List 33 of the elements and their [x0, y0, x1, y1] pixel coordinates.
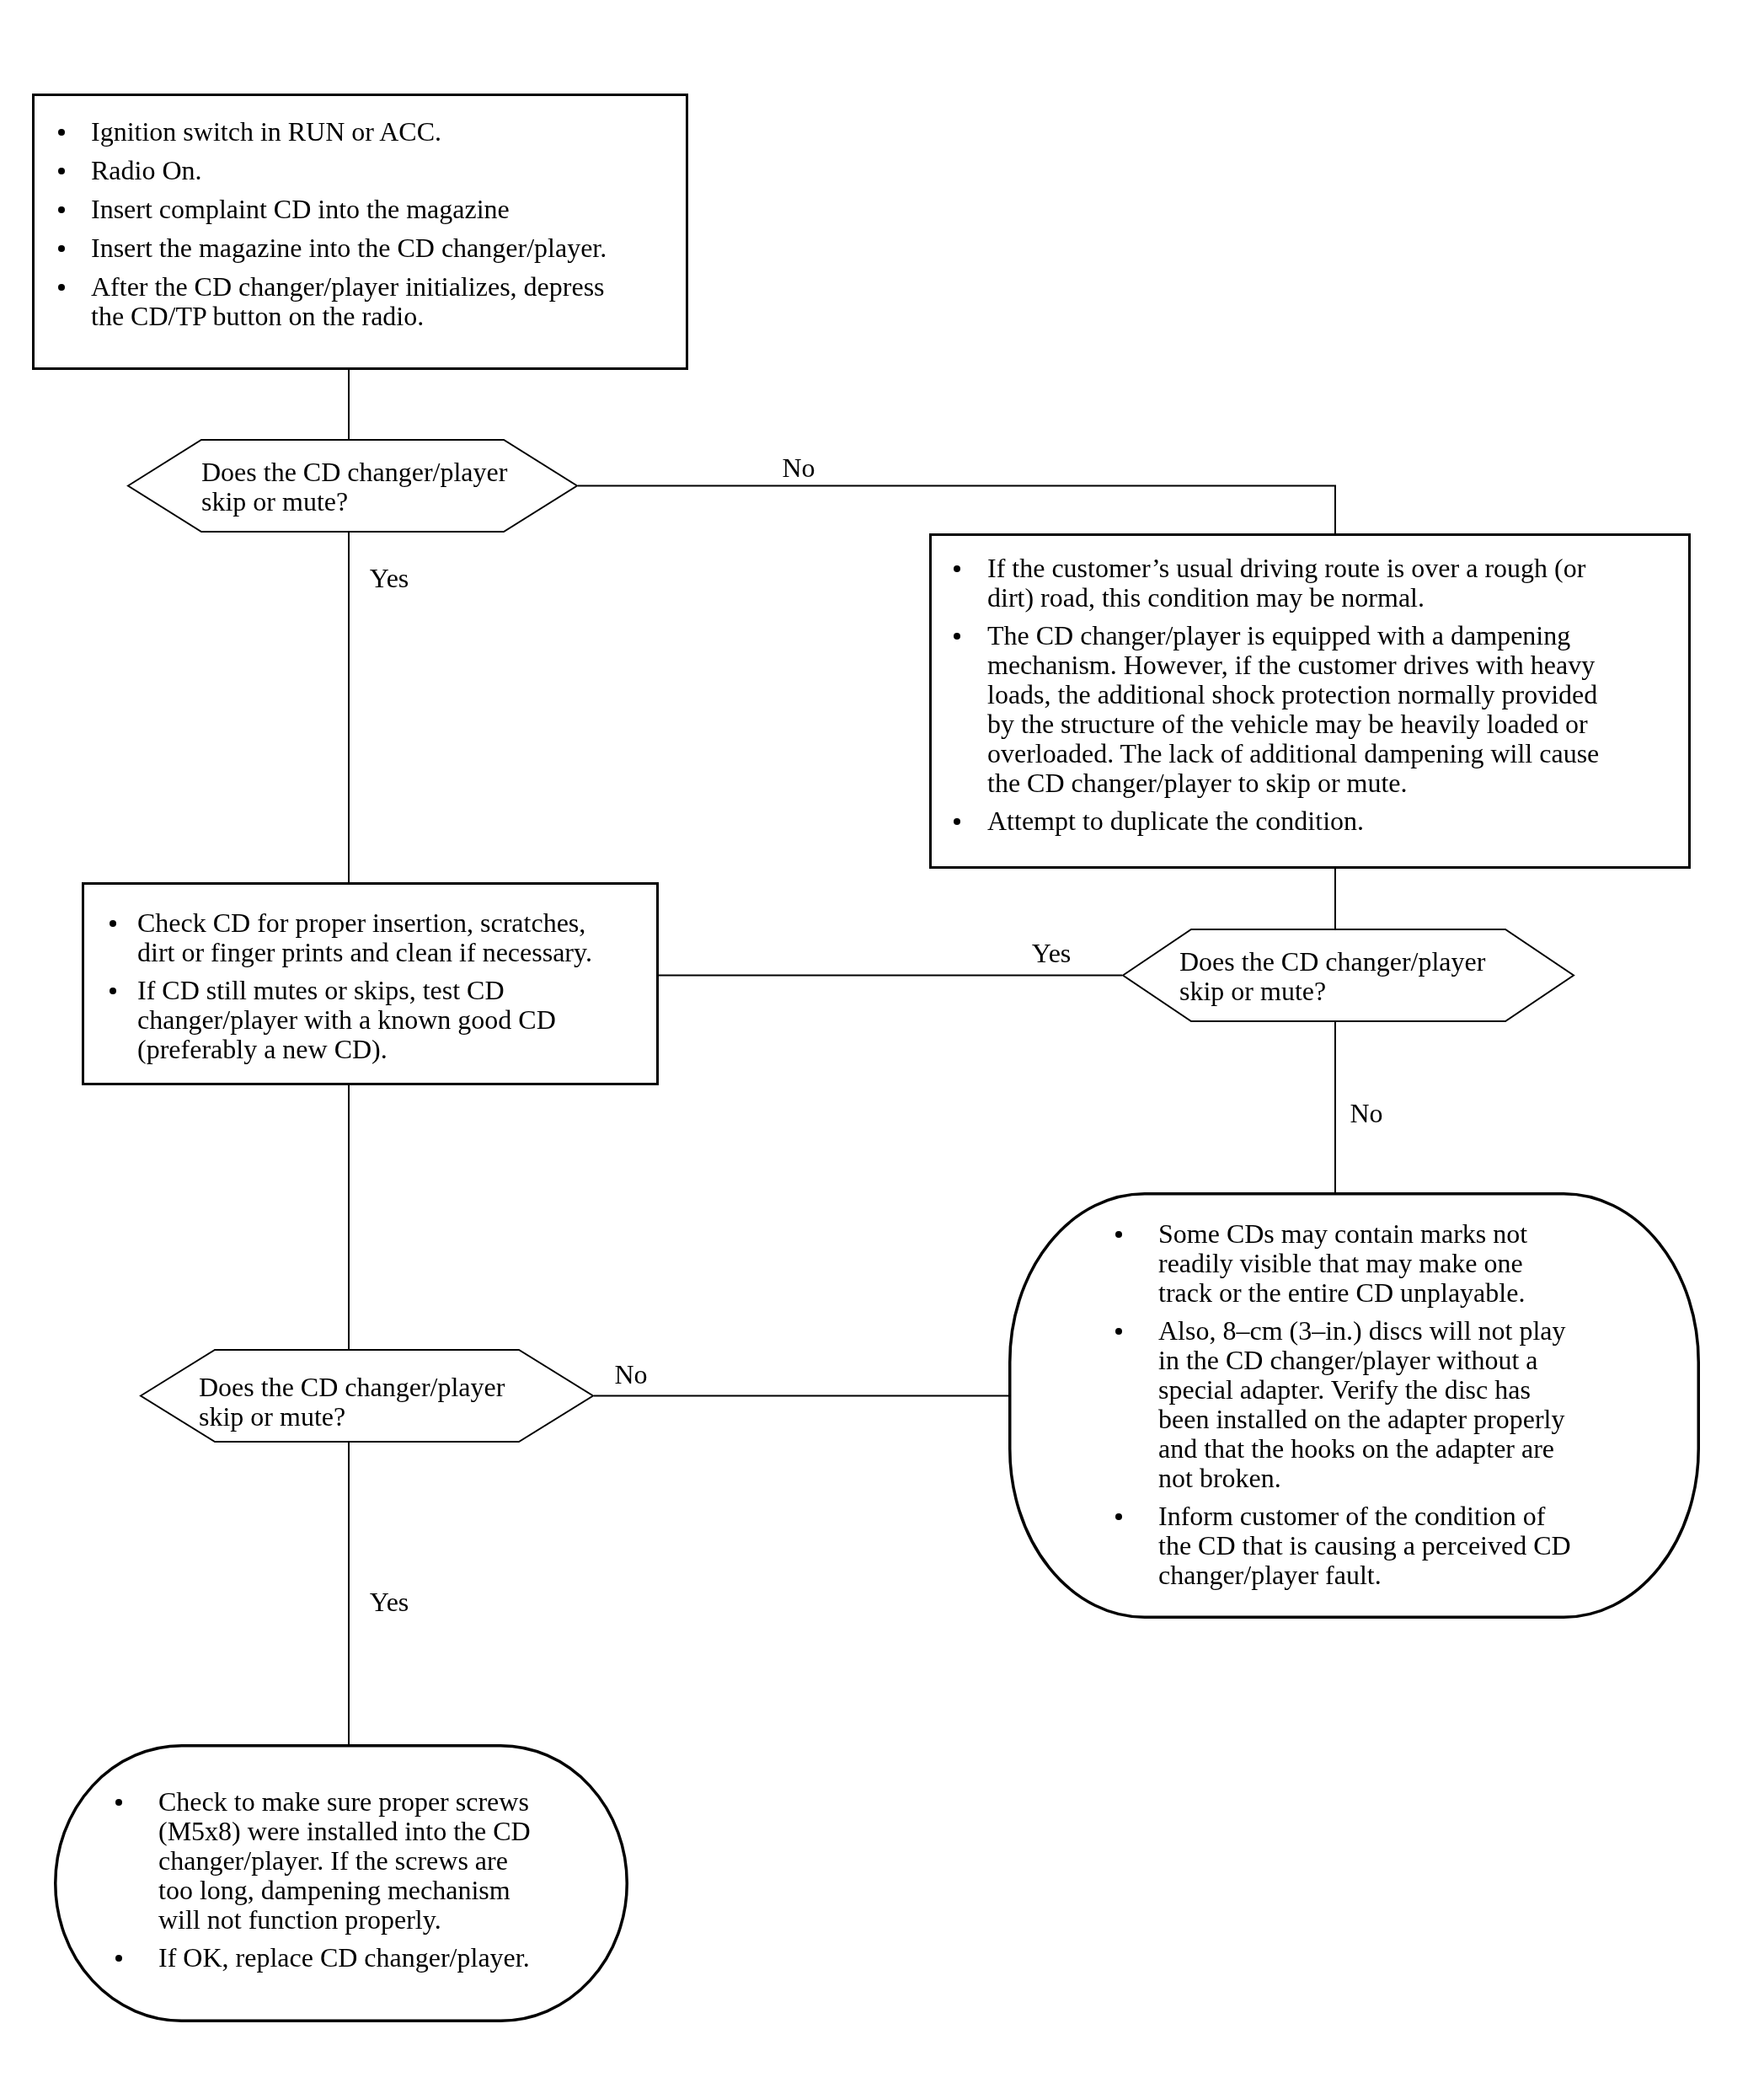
- step-text: Check CD for proper insertion, scratches, dirt or finger prints and clean if necessary.: [137, 908, 593, 967]
- connector-line: [348, 1442, 350, 1745]
- connector-line: [348, 1084, 350, 1350]
- process-box: [929, 533, 1691, 869]
- step-text: Also, 8–cm (3–in.) discs will not play in the CD changer/player without a special adapter. Verify the disc has been installed on the adapter properly and that the hooks on the adapter are not broken.: [1158, 1316, 1567, 1493]
- connector-line: [593, 1395, 1009, 1397]
- step-text: If the customer’s usual driving route is over a rough (or dirt) road, this condition may be normal.: [987, 554, 1587, 613]
- connector-line: [1334, 868, 1336, 929]
- step-text: Inform customer of the condition of the CD that is causing a perceived CD changer/player fault.: [1158, 1502, 1572, 1590]
- step-text: If CD still mutes or skips, test CD changer/player with a known good CD (preferably a new CD).: [137, 976, 557, 1064]
- step-text: If OK, replace CD changer/player.: [158, 1943, 531, 1973]
- question-text: Does the CD changer/player skip or mute?: [1179, 947, 1487, 1006]
- question-text: Does the CD changer/player skip or mute?: [199, 1373, 506, 1432]
- decision-hexagon: [127, 439, 578, 533]
- connector-line: [577, 485, 1336, 534]
- connector-line: [348, 369, 350, 440]
- connector-line: [348, 532, 350, 883]
- process-box: [82, 882, 659, 1085]
- step-text: Radio On.: [91, 156, 203, 185]
- question-text: Does the CD changer/player skip or mute?: [201, 458, 509, 517]
- step-text: Some CDs may contain marks not readily visible that may make one track or the entire CD unplayable.: [1158, 1219, 1529, 1308]
- decision-hexagon: [140, 1349, 594, 1443]
- decision-hexagon: [1122, 929, 1574, 1022]
- step-text: After the CD changer/player initializes, depress the CD/TP button on the radio.: [91, 272, 606, 331]
- step-text: The CD changer/player is equipped with a dampening mechanism. However, if the customer drives with heavy loads, the additional shock protection normally provided by the structure of the vehicle may be heavily loaded or overloaded. The lack of additional dampening will cause the CD changer/player to skip or mute.: [987, 621, 1601, 798]
- step-text: Insert the magazine into the CD changer/player.: [91, 233, 608, 263]
- step-text: Insert complaint CD into the magazine: [91, 195, 510, 224]
- step-text: Attempt to duplicate the condition.: [987, 806, 1365, 836]
- connector-line: [1334, 1021, 1336, 1193]
- step-text: Check to make sure proper screws (M5x8) were installed into the CD changer/player. If the screws are too long, dampening mechanism will not function properly.: [158, 1787, 532, 1935]
- connector-line: [658, 974, 1123, 977]
- step-text: Ignition switch in RUN or ACC.: [91, 117, 442, 147]
- process-box: [32, 94, 688, 370]
